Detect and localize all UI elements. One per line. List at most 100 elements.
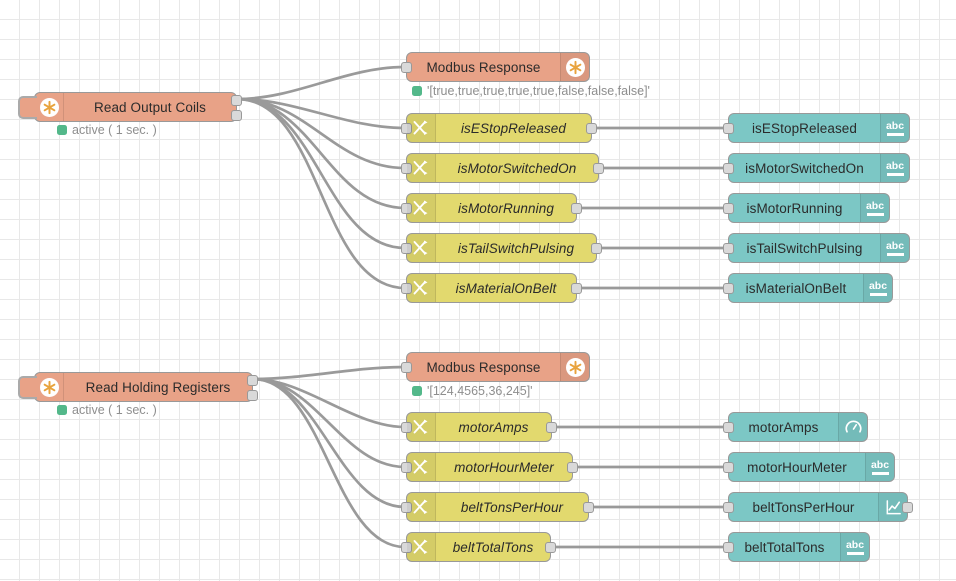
node-label: isTailSwitchPulsing	[457, 240, 575, 256]
node-change-belttotaltons[interactable]: beltTotalTons	[401, 532, 556, 562]
abc-text-icon: abc	[880, 154, 909, 182]
input-port[interactable]	[723, 163, 734, 174]
wire-registers-to-change-1	[251, 377, 407, 469]
node-label: isEStopReleased	[751, 120, 858, 136]
input-port[interactable]	[401, 362, 412, 373]
output-port[interactable]	[571, 283, 582, 294]
node-change-istailswitchpulsing[interactable]: isTailSwitchPulsing	[401, 233, 602, 263]
input-port[interactable]	[401, 502, 412, 513]
abc-text-icon: abc	[840, 533, 869, 561]
output-port-1[interactable]	[231, 110, 242, 121]
output-port[interactable]	[546, 422, 557, 433]
node-change-ismotorrunning[interactable]: isMotorRunning	[401, 193, 582, 223]
node-modbus-response-registers[interactable]: Modbus Response	[401, 352, 590, 382]
output-port-0[interactable]	[231, 95, 242, 106]
status-read-output-coils: active ( 1 sec. )	[57, 123, 157, 137]
node-ui-belttonsperhour[interactable]: beltTonsPerHour	[723, 492, 913, 522]
node-label: motorAmps	[748, 419, 819, 435]
node-ui-motorhourmeter[interactable]: motorHourMeter abc	[723, 452, 895, 482]
node-label: Read Holding Registers	[85, 379, 231, 395]
node-ui-ismotorrunning[interactable]: isMotorRunning abc	[723, 193, 890, 223]
input-port[interactable]	[723, 462, 734, 473]
node-change-ismotorswitchedon[interactable]: isMotorSwitchedOn	[401, 153, 604, 183]
input-port[interactable]	[723, 243, 734, 254]
node-ui-ismotorswitchedon[interactable]: isMotorSwitchedOn abc	[723, 153, 910, 183]
node-label: Read Output Coils	[93, 99, 206, 115]
node-ui-isestoprleased[interactable]: isEStopReleased abc	[723, 113, 910, 143]
node-label: isMotorSwitchedOn	[745, 160, 864, 176]
node-ui-istailswitchpulsing[interactable]: isTailSwitchPulsing abc	[723, 233, 910, 263]
output-port-1[interactable]	[247, 390, 258, 401]
modbus-asterisk-icon	[35, 93, 64, 121]
input-port[interactable]	[723, 542, 734, 553]
modbus-asterisk-icon	[560, 353, 589, 381]
output-port[interactable]	[591, 243, 602, 254]
input-port[interactable]	[723, 283, 734, 294]
output-port[interactable]	[567, 462, 578, 473]
change-arrows-icon	[407, 453, 436, 481]
input-port[interactable]	[723, 422, 734, 433]
node-label: isMaterialOnBelt	[745, 280, 847, 296]
modbus-asterisk-icon	[560, 53, 589, 81]
input-port[interactable]	[401, 542, 412, 553]
node-change-motorhourmeter[interactable]: motorHourMeter	[401, 452, 578, 482]
gauge-icon	[838, 413, 867, 441]
input-port[interactable]	[401, 462, 412, 473]
status-dot	[57, 405, 67, 415]
inject-trigger-button[interactable]	[18, 376, 40, 399]
input-port[interactable]	[723, 203, 734, 214]
output-port[interactable]	[545, 542, 556, 553]
output-port[interactable]	[583, 502, 594, 513]
node-label: beltTonsPerHour	[460, 499, 564, 515]
node-change-isestoprlsd[interactable]: isEStopReleased	[401, 113, 597, 143]
output-port[interactable]	[586, 123, 597, 134]
input-port[interactable]	[401, 283, 412, 294]
node-label: isMaterialOnBelt	[455, 280, 557, 296]
modbus-asterisk-icon	[35, 373, 64, 401]
node-modbus-response-coils[interactable]: Modbus Response	[401, 52, 590, 82]
input-port[interactable]	[723, 502, 734, 513]
input-port[interactable]	[401, 422, 412, 433]
node-read-output-coils[interactable]: Read Output Coils	[18, 92, 242, 122]
node-ui-ismaterialonbelt[interactable]: isMaterialOnBelt abc	[723, 273, 893, 303]
status-modbus-response-registers: '[124,4565,36,245]'	[412, 384, 533, 398]
inject-trigger-button[interactable]	[18, 96, 40, 119]
wire-registers-to-change-2	[251, 377, 407, 509]
node-label: isMotorRunning	[746, 200, 843, 216]
node-change-ismaterialonbelt[interactable]: isMaterialOnBelt	[401, 273, 582, 303]
node-read-holding-registers[interactable]: Read Holding Registers	[18, 372, 258, 402]
wire-coils-to-change-0	[235, 97, 407, 130]
node-label: Modbus Response	[426, 359, 541, 375]
input-port[interactable]	[401, 163, 412, 174]
node-ui-belttotaltons[interactable]: beltTotalTons abc	[723, 532, 870, 562]
output-port[interactable]	[902, 502, 913, 513]
input-port[interactable]	[723, 123, 734, 134]
change-arrows-icon	[407, 413, 436, 441]
node-label: beltTonsPerHour	[752, 499, 855, 515]
input-port[interactable]	[401, 243, 412, 254]
change-arrows-icon	[407, 533, 436, 561]
wire-registers-to-response	[251, 365, 407, 381]
output-port[interactable]	[571, 203, 582, 214]
output-port[interactable]	[593, 163, 604, 174]
change-arrows-icon	[407, 154, 436, 182]
status-read-holding-registers: active ( 1 sec. )	[57, 403, 157, 417]
output-port-0[interactable]	[247, 375, 258, 386]
wire-coils-to-change-2	[235, 97, 407, 210]
change-arrows-icon	[407, 114, 436, 142]
abc-text-icon: abc	[880, 114, 909, 142]
node-label: motorAmps	[458, 419, 529, 435]
input-port[interactable]	[401, 123, 412, 134]
node-label: isMotorRunning	[458, 200, 554, 216]
input-port[interactable]	[401, 203, 412, 214]
change-arrows-icon	[407, 274, 436, 302]
node-change-belttonsperhour[interactable]: beltTonsPerHour	[401, 492, 594, 522]
node-change-motoramps[interactable]: motorAmps	[401, 412, 557, 442]
wire-coils-to-change-1	[235, 97, 407, 170]
node-ui-motoramps[interactable]: motorAmps	[723, 412, 868, 442]
status-modbus-response-coils: '[true,true,true,true,true,false,false,f…	[412, 84, 650, 98]
node-label: beltTotalTons	[452, 539, 534, 555]
input-port[interactable]	[401, 62, 412, 73]
node-label: isTailSwitchPulsing	[746, 240, 863, 256]
